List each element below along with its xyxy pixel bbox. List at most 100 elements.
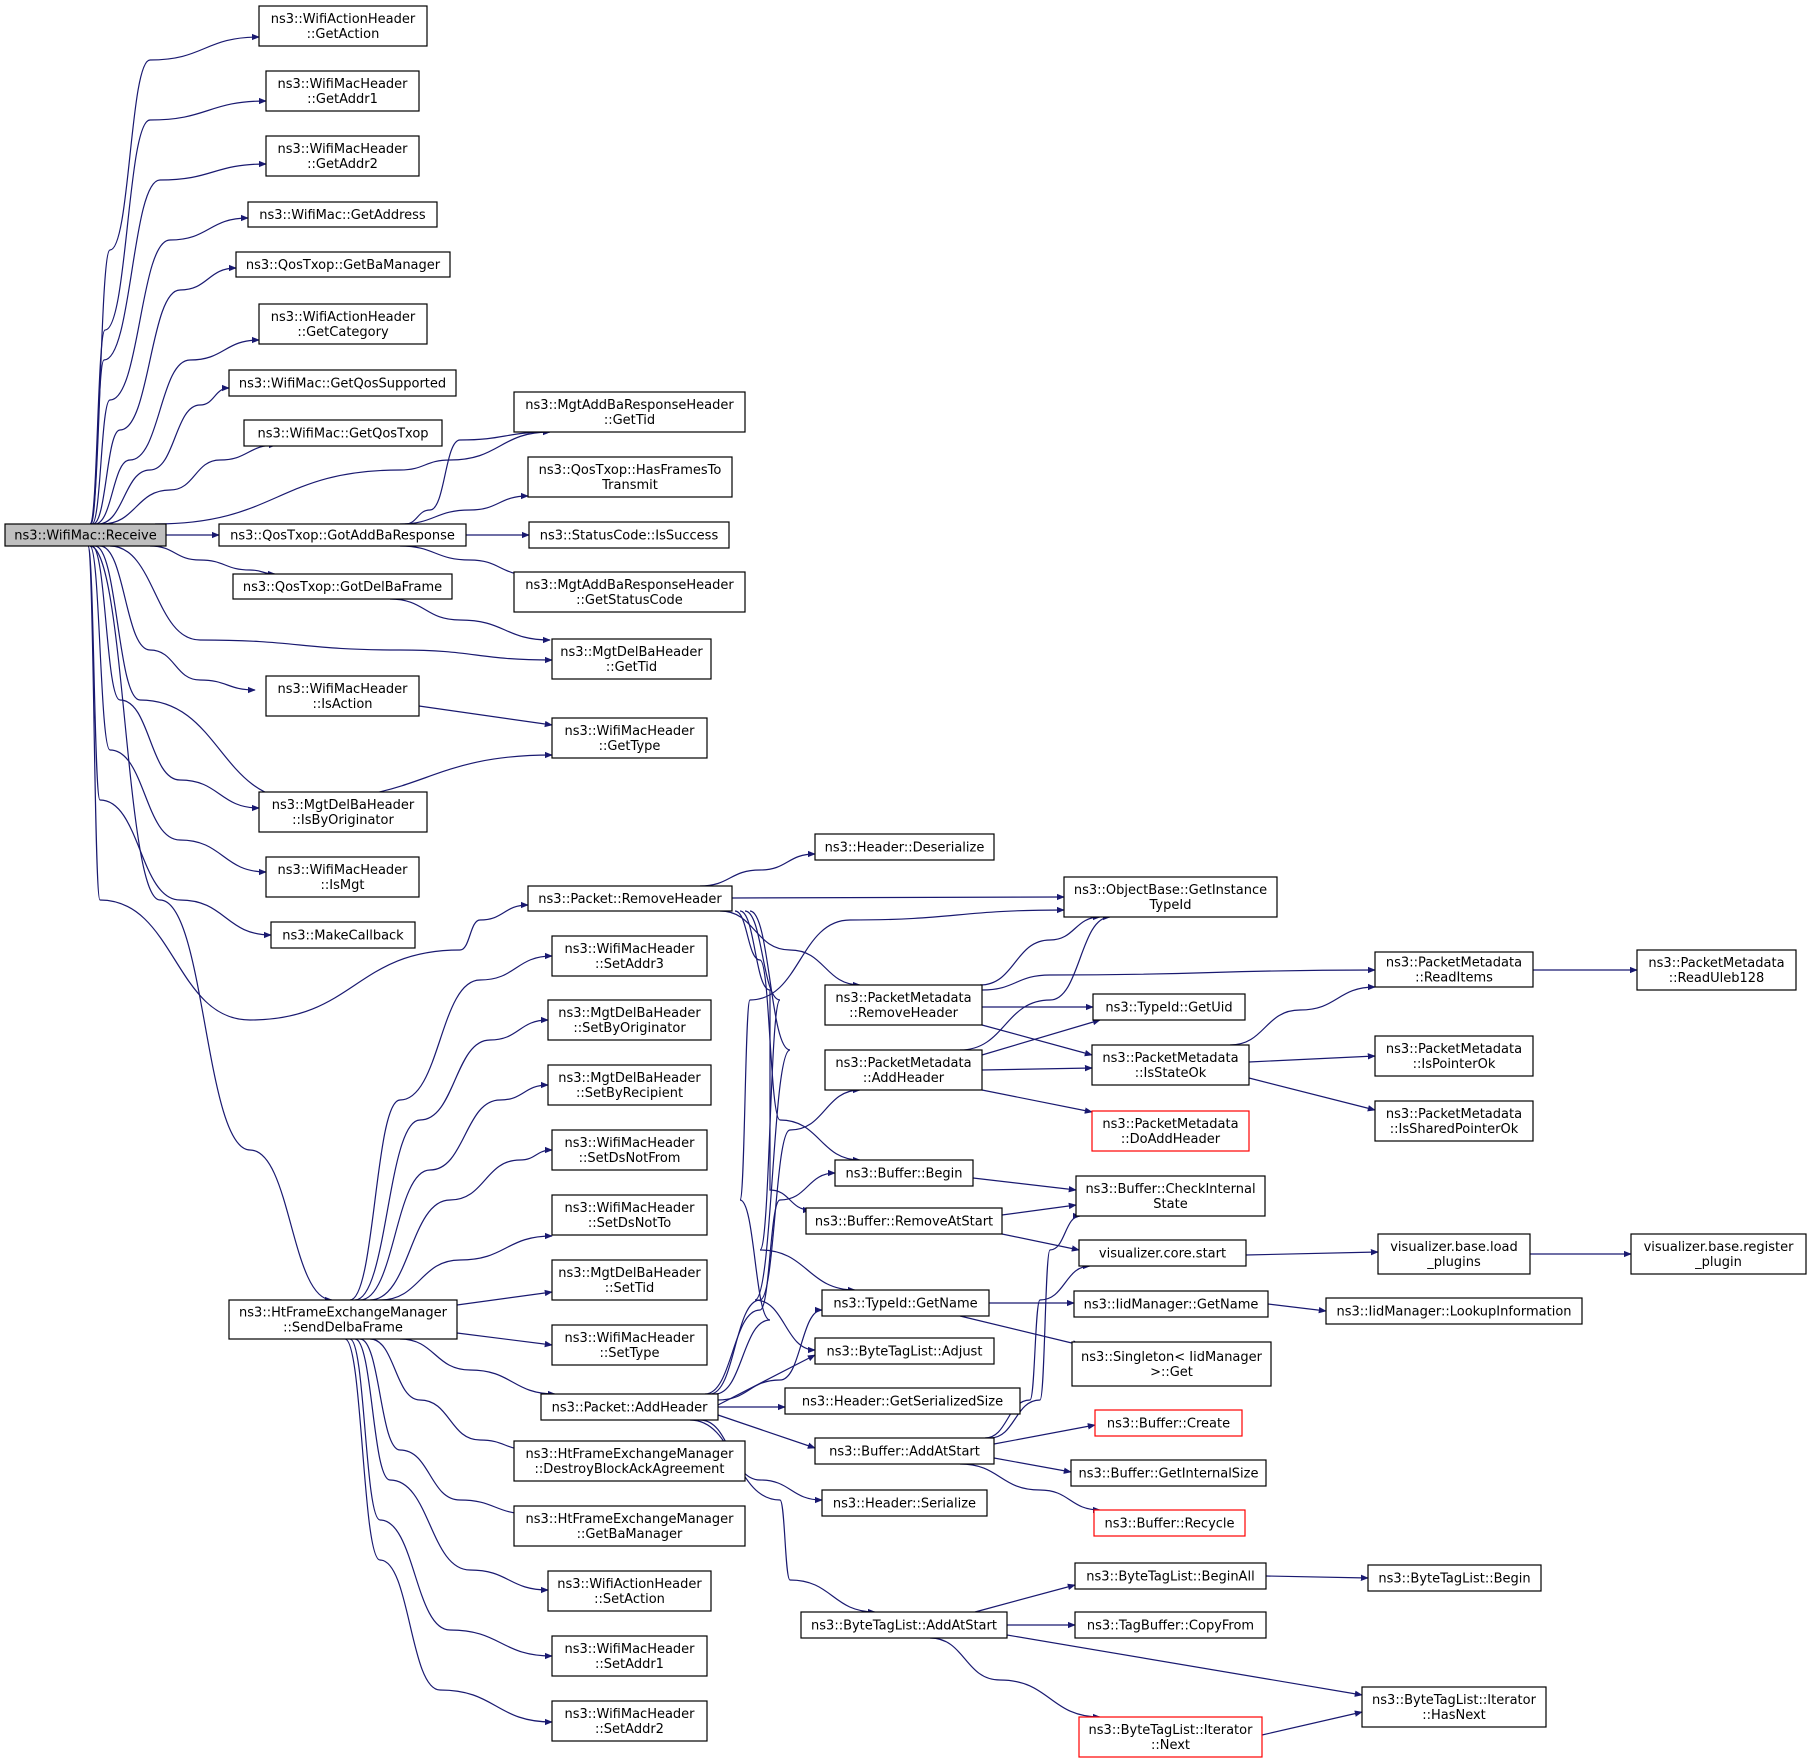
node-box	[1377, 1233, 1531, 1275]
node-pmRemoveHeader[interactable]: ns3::PacketMetadata::RemoveHeader	[824, 984, 983, 1026]
node-addHeader[interactable]: ns3::Packet::AddHeader	[540, 1393, 719, 1421]
node-addAtStart[interactable]: ns3::Buffer::AddAtStart	[814, 1437, 995, 1465]
node-htGetBaManager[interactable]: ns3::HtFrameExchangeManager::GetBaManage…	[513, 1505, 746, 1547]
node-label-line: ns3::Buffer::RemoveAtStart	[815, 1215, 993, 1230]
node-readItems[interactable]: ns3::PacketMetadata::ReadItems	[1374, 951, 1534, 988]
node-box	[1367, 1564, 1542, 1592]
node-btlAddAtStart[interactable]: ns3::ByteTagList::AddAtStart	[800, 1611, 1008, 1639]
edge-addHeader-to-headerSerialize	[699, 1419, 823, 1504]
node-getAddr1[interactable]: ns3::WifiMacHeader::GetAddr1	[265, 70, 420, 112]
node-box	[228, 369, 457, 397]
edge-sendDelbaFrame-to-setDsNotTo	[379, 1232, 553, 1301]
node-label-line: ns3::WifiMacHeader	[564, 1642, 695, 1657]
node-sendDelbaFrame[interactable]: ns3::HtFrameExchangeManager::SendDelbaFr…	[228, 1299, 458, 1340]
node-setDsNotTo[interactable]: ns3::WifiMacHeader::SetDsNotTo	[551, 1194, 708, 1236]
node-registerPlugin[interactable]: visualizer.base.register_plugin	[1630, 1233, 1807, 1275]
node-destroyBlockAck[interactable]: ns3::HtFrameExchangeManager::DestroyBloc…	[513, 1440, 746, 1482]
node-headerSerialize[interactable]: ns3::Header::Serialize	[821, 1489, 988, 1517]
edge-iidGetName-to-lookupInformation	[1267, 1303, 1327, 1314]
node-label-line: ns3::WifiActionHeader	[557, 1577, 702, 1592]
node-bufferCreate[interactable]: ns3::Buffer::Create	[1094, 1409, 1243, 1437]
node-bufferRecycle[interactable]: ns3::Buffer::Recycle	[1093, 1509, 1246, 1537]
node-readUleb128[interactable]: ns3::PacketMetadata::ReadUleb128	[1636, 949, 1797, 991]
node-gotDelBaFrame[interactable]: ns3::QosTxop::GotDelBaFrame	[232, 573, 453, 600]
node-label-line: ns3::WifiMacHeader	[564, 1201, 695, 1216]
node-pmAddHeader[interactable]: ns3::PacketMetadata::AddHeader	[824, 1049, 983, 1091]
node-isAction[interactable]: ns3::WifiMacHeader::IsAction	[265, 675, 420, 717]
node-setByRecipient[interactable]: ns3::MgtDelBaHeader::SetByRecipient	[547, 1064, 712, 1106]
node-isStateOk[interactable]: ns3::PacketMetadata::IsStateOk	[1091, 1044, 1250, 1086]
node-isMgt[interactable]: ns3::WifiMacHeader::IsMgt	[265, 856, 420, 898]
node-setTid[interactable]: ns3::MgtDelBaHeader::SetTid	[551, 1259, 708, 1301]
node-setDsNotFrom[interactable]: ns3::WifiMacHeader::SetDsNotFrom	[551, 1129, 708, 1171]
node-setByOriginator[interactable]: ns3::MgtDelBaHeader::SetByOriginator	[547, 999, 712, 1041]
call-edges	[87, 33, 1638, 1736]
node-singletonGet[interactable]: ns3::Singleton< IidManager>::Get	[1071, 1341, 1272, 1387]
node-iterNext[interactable]: ns3::ByteTagList::Iterator::Next	[1078, 1716, 1263, 1758]
node-loadPlugins[interactable]: visualizer.base.load_plugins	[1377, 1233, 1531, 1275]
node-bufferBegin[interactable]: ns3::Buffer::Begin	[834, 1159, 974, 1187]
node-getType[interactable]: ns3::WifiMacHeader::GetType	[551, 717, 708, 759]
node-setAddr2[interactable]: ns3::WifiMacHeader::SetAddr2	[551, 1700, 708, 1742]
node-getBaManager[interactable]: ns3::QosTxop::GetBaManager	[235, 251, 451, 278]
node-typeIdGetName[interactable]: ns3::TypeId::GetName	[821, 1289, 990, 1317]
node-box	[824, 1049, 983, 1091]
node-getStatusCode[interactable]: ns3::MgtAddBaResponseHeader::GetStatusCo…	[513, 571, 746, 613]
edge-isStateOk-to-isPointerOk	[1248, 1053, 1376, 1063]
node-label-line: ns3::ObjectBase::GetInstance	[1074, 883, 1267, 898]
node-getAddr2[interactable]: ns3::WifiMacHeader::GetAddr2	[265, 135, 420, 177]
node-label-line: Transmit	[601, 478, 658, 493]
node-getCategory[interactable]: ns3::WifiActionHeader::GetCategory	[258, 303, 428, 345]
node-setAddr1[interactable]: ns3::WifiMacHeader::SetAddr1	[551, 1635, 708, 1677]
node-getQosSupported[interactable]: ns3::WifiMac::GetQosSupported	[228, 369, 457, 397]
edge-bufferBegin-to-checkInternalState	[972, 1177, 1077, 1193]
node-label-line: ns3::MakeCallback	[282, 929, 404, 944]
edge-receive-to-makeCallback	[87, 545, 272, 939]
node-label-line: ::SendDelbaFrame	[283, 1321, 403, 1336]
node-box	[247, 201, 438, 228]
node-label-line: ::SetTid	[605, 1281, 655, 1296]
node-box	[265, 70, 420, 112]
node-gotAddBaResponse[interactable]: ns3::QosTxop::GotAddBaResponse	[218, 523, 467, 547]
node-isByOriginator[interactable]: ns3::MgtDelBaHeader::IsByOriginator	[258, 791, 428, 833]
edge-removeHeader-to-btlAdjust	[749, 910, 816, 1354]
node-removeHeader[interactable]: ns3::Packet::RemoveHeader	[527, 885, 733, 912]
node-box	[834, 1159, 974, 1187]
node-getTidDelBa[interactable]: ns3::MgtDelBaHeader::GetTid	[551, 638, 712, 680]
node-lookupInformation[interactable]: ns3::IidManager::LookupInformation	[1325, 1297, 1583, 1325]
node-copyFrom[interactable]: ns3::TagBuffer::CopyFrom	[1074, 1611, 1267, 1639]
node-getUid[interactable]: ns3::TypeId::GetUid	[1092, 993, 1246, 1021]
node-getQosTxop[interactable]: ns3::WifiMac::GetQosTxop	[243, 419, 443, 447]
node-label-line: ns3::ByteTagList::AddAtStart	[811, 1619, 997, 1634]
node-box	[232, 573, 453, 600]
node-btlBegin[interactable]: ns3::ByteTagList::Begin	[1367, 1564, 1542, 1592]
edge-receive-to-gotDelBaFrame	[149, 545, 276, 578]
node-getAction[interactable]: ns3::WifiActionHeader::GetAction	[258, 5, 428, 47]
node-isSharedPointerOk[interactable]: ns3::PacketMetadata::IsSharedPointerOk	[1374, 1100, 1534, 1142]
node-getTidAddBaResp[interactable]: ns3::MgtAddBaResponseHeader::GetTid	[513, 391, 746, 433]
node-isSuccess[interactable]: ns3::StatusCode::IsSuccess	[528, 521, 730, 549]
node-iidGetName[interactable]: ns3::IidManager::GetName	[1073, 1290, 1269, 1318]
edge-addAtStart-to-getInternalSize	[993, 1457, 1072, 1474]
node-vizCoreStart[interactable]: visualizer.core.start	[1078, 1239, 1247, 1267]
node-isPointerOk[interactable]: ns3::PacketMetadata::IsPointerOk	[1374, 1035, 1534, 1077]
node-receive[interactable]: ns3::WifiMac::Receive	[4, 523, 167, 547]
node-beginAll[interactable]: ns3::ByteTagList::BeginAll	[1074, 1562, 1267, 1590]
node-doAddHeader[interactable]: ns3::PacketMetadata::DoAddHeader	[1091, 1110, 1250, 1152]
node-setType[interactable]: ns3::WifiMacHeader::SetType	[551, 1324, 708, 1366]
node-getSerializedSize[interactable]: ns3::Header::GetSerializedSize	[784, 1387, 1021, 1415]
node-deserialize[interactable]: ns3::Header::Deserialize	[814, 833, 995, 861]
node-removeAtStart[interactable]: ns3::Buffer::RemoveAtStart	[805, 1207, 1003, 1235]
node-makeCallback[interactable]: ns3::MakeCallback	[270, 921, 416, 949]
edge-receive-to-getQosSupported	[97, 384, 230, 525]
node-setAction[interactable]: ns3::WifiActionHeader::SetAction	[547, 1570, 712, 1612]
node-hasNext[interactable]: ns3::ByteTagList::Iterator::HasNext	[1361, 1686, 1547, 1728]
node-label-line: ::GetBaManager	[577, 1527, 683, 1542]
node-getInternalSize[interactable]: ns3::Buffer::GetInternalSize	[1070, 1459, 1267, 1487]
node-getAddress[interactable]: ns3::WifiMac::GetAddress	[247, 201, 438, 228]
node-setAddr3[interactable]: ns3::WifiMacHeader::SetAddr3	[551, 935, 708, 977]
node-btlAdjust[interactable]: ns3::ByteTagList::Adjust	[814, 1337, 995, 1365]
